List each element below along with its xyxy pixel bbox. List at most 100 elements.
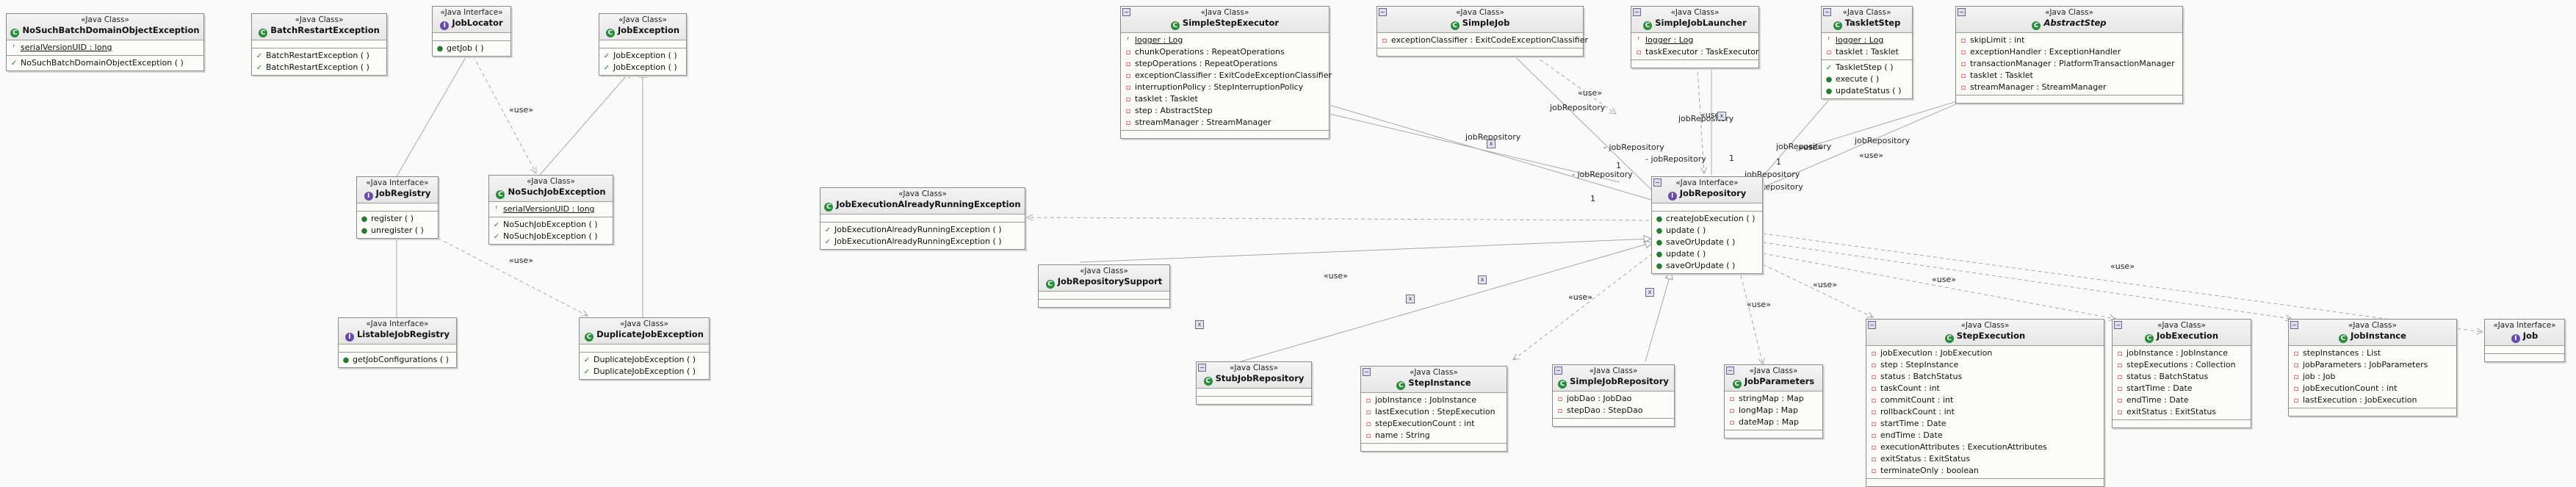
collapse-toggle-icon[interactable]: − <box>1633 8 1641 16</box>
operation-row[interactable]: ●createJobExecution ( ) <box>1655 213 1759 225</box>
collapse-toggle-icon[interactable]: − <box>1554 367 1562 375</box>
attribute-row[interactable]: ▫exceptionClassifier : ExitCodeException… <box>1380 35 1588 46</box>
attribute-row[interactable]: ▫executionAttributes : ExecutionAttribut… <box>1869 441 2101 453</box>
attribute-row[interactable]: ▫chunkOperations : RepeatOperations <box>1124 46 1326 58</box>
operation-row[interactable]: ✓BatchRestartException ( ) <box>255 50 383 62</box>
attribute-row[interactable]: ▫dateMap : Map <box>1728 416 1819 428</box>
collapse-toggle-icon[interactable]: − <box>1363 368 1371 376</box>
operation-row[interactable]: ●register ( ) <box>360 213 435 225</box>
collapse-toggle-icon[interactable]: − <box>1868 321 1876 329</box>
attribute-row[interactable]: ▫jobInstance : JobInstance <box>2115 347 2248 359</box>
attribute-row[interactable]: ▫startTime : Date <box>1869 418 2101 430</box>
collapse-toggle-icon[interactable]: − <box>1379 8 1387 16</box>
operation-row[interactable]: ✓JobExecutionAlreadyRunningException ( ) <box>823 236 1022 248</box>
operation-row[interactable]: ✓BatchRestartException ( ) <box>255 62 383 73</box>
attribute-row[interactable]: ▫taskExecutor : TaskExecutor <box>1634 46 1759 58</box>
attribute-row[interactable]: ▫endTime : Date <box>2115 394 2248 406</box>
attribute-row[interactable]: ▫rollbackCount : int <box>1869 406 2101 418</box>
operation-row[interactable]: ✓NoSuchJobException ( ) <box>492 231 610 242</box>
attribute-row[interactable]: ▫longMap : Map <box>1728 405 1819 416</box>
collapse-toggle-icon[interactable]: − <box>2114 321 2122 329</box>
attribute-row[interactable]: ▫stepInstances : List <box>2292 347 2453 359</box>
attribute-row[interactable]: ▫tasklet : Tasklet <box>1825 46 1909 58</box>
operation-row[interactable]: ✓JobException ( ) <box>602 50 683 62</box>
operation-row[interactable]: ●execute ( ) <box>1825 73 1909 85</box>
attribute-row[interactable]: ▫terminateOnly : boolean <box>1869 465 2101 477</box>
attribute-row[interactable]: ▫interruptionPolicy : StepInterruptionPo… <box>1124 82 1326 93</box>
operation-row[interactable]: ✓DuplicateJobException ( ) <box>582 354 706 366</box>
operation-row[interactable]: ✓JobExecutionAlreadyRunningException ( ) <box>823 224 1022 236</box>
collapse-toggle-icon[interactable]: − <box>1823 8 1831 16</box>
attribute-row[interactable]: ▫stepDao : StepDao <box>1556 405 1671 416</box>
operation-row[interactable]: ●getJob ( ) <box>436 43 508 54</box>
attribute-row[interactable]: ▫lastExecution : JobExecution <box>2292 394 2453 406</box>
attribute-row[interactable]: ▫streamManager : StreamManager <box>1959 82 2179 93</box>
attribute-row[interactable]: ▫status : BatchStatus <box>1869 371 2101 383</box>
attribute-row[interactable]: ▫jobParameters : JobParameters <box>2292 359 2453 371</box>
operation-row[interactable]: ●update ( ) <box>1655 225 1759 237</box>
attribute-row[interactable]: ▫exceptionHandler : ExceptionHandler <box>1959 46 2179 58</box>
operation-row[interactable]: ✓TaskletStep ( ) <box>1825 62 1909 73</box>
operation-row[interactable]: ●saveOrUpdate ( ) <box>1655 237 1759 248</box>
collapse-toggle-icon[interactable]: − <box>1726 367 1734 375</box>
attribute-row[interactable]: ▫stepExecutionCount : int <box>1364 418 1504 430</box>
attribute-row[interactable]: ▫commitCount : int <box>1869 394 2101 406</box>
attribute-row[interactable]: ▫endTime : Date <box>1869 430 2101 441</box>
operation-row[interactable]: ✓JobException ( ) <box>602 62 683 73</box>
collapse-toggle-icon[interactable]: − <box>1122 8 1130 16</box>
collapse-toggle-icon[interactable]: − <box>1653 178 1662 187</box>
attribute-row[interactable]: ▫transactionManager : PlatformTransactio… <box>1959 58 2179 70</box>
attribute-row[interactable]: ▫status : BatchStatus <box>2115 371 2248 383</box>
attribute-row[interactable]: ▫exitStatus : ExitStatus <box>1869 453 2101 465</box>
attribute-row[interactable]: ▫startTime : Date <box>2115 383 2248 394</box>
operation-row[interactable]: ●saveOrUpdate ( ) <box>1655 260 1759 272</box>
attribute-row[interactable]: ▫stepExecutions : Collection <box>2115 359 2248 371</box>
attribute-row[interactable]: ▫taskCount : int <box>1869 383 2101 394</box>
attribute-row[interactable]: ▫jobExecutionCount : int <box>2292 383 2453 394</box>
operation-row[interactable]: ●update ( ) <box>1655 248 1759 260</box>
attribute-row[interactable]: ▫jobExecution : JobExecution <box>1869 347 2101 359</box>
attribute-row[interactable]: ▫lastExecution : StepExecution <box>1364 406 1504 418</box>
collapse-toggle-icon[interactable]: − <box>1958 8 1966 16</box>
attribute-row[interactable]: ▫stringMap : Map <box>1728 393 1819 405</box>
attribute-row[interactable]: ▫step : StepInstance <box>1869 359 2101 371</box>
attribute-row[interactable]: ▫streamManager : StreamManager <box>1124 117 1326 129</box>
attribute-row[interactable]: ▫skipLimit : int <box>1959 35 2179 46</box>
attribute-row[interactable]: ▫exitStatus : ExitStatus <box>2115 406 2248 418</box>
operation-row[interactable]: ✓DuplicateJobException ( ) <box>582 366 706 378</box>
attribute-row[interactable]: ▫name : String <box>1364 430 1504 441</box>
operation-row[interactable]: ●getJobConfigurations ( ) <box>342 354 453 366</box>
collapse-toggle-icon[interactable]: − <box>1198 364 1206 372</box>
attribute-row[interactable]: ▫step : AbstractStep <box>1124 105 1326 117</box>
attribute-row[interactable]: ▫exceptionClassifier : ExitCodeException… <box>1124 70 1332 82</box>
operation-row[interactable]: ✓NoSuchJobException ( ) <box>492 219 610 231</box>
attribute-row[interactable]: ▫jobDao : JobDao <box>1556 393 1671 405</box>
attribute-row[interactable]: ▫job : Job <box>2292 371 2453 383</box>
